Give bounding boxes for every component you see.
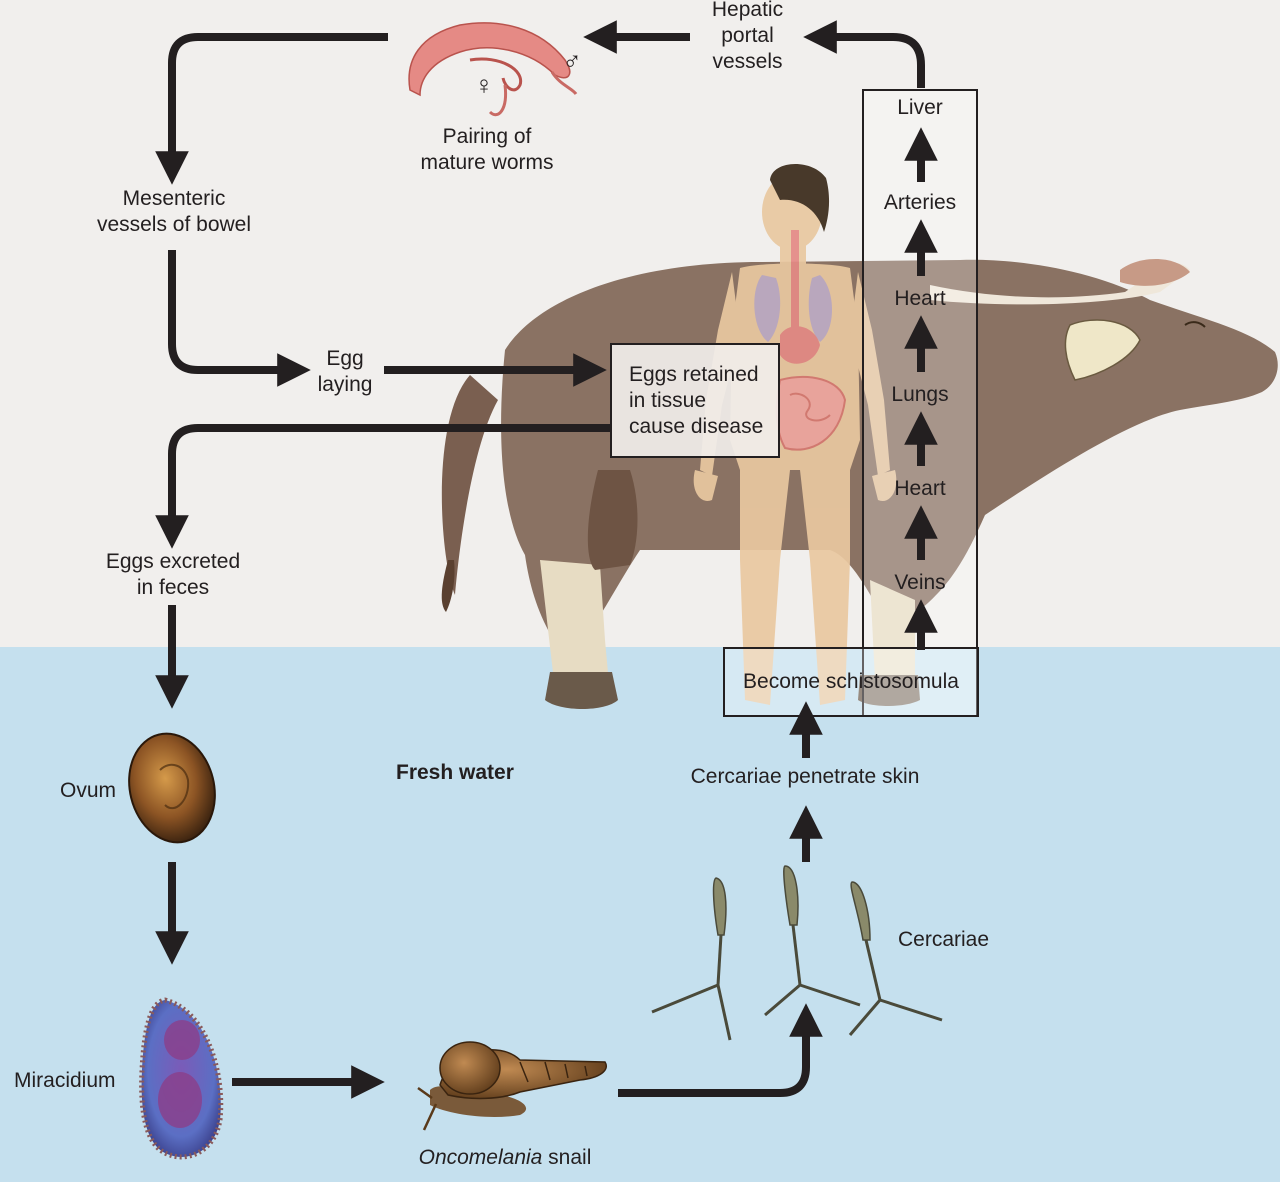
ovum-icon: [128, 732, 216, 844]
arteries-label: Arteries: [883, 191, 957, 214]
snail-icon: [417, 1041, 607, 1131]
heart-lower-label: Heart: [894, 477, 946, 500]
ovum-label: Ovum: [60, 779, 117, 802]
eggs-retained-box: [610, 343, 780, 458]
arrow-snail-to-cercariae: [618, 1003, 823, 1097]
arrow-worms-to-mesenteric: [155, 33, 388, 185]
cercariae-penetrate-label: Cercariae penetrate skin: [690, 765, 920, 788]
snail-label: Oncomelania snail: [418, 1146, 592, 1169]
female-symbol: ♀: [474, 70, 494, 100]
egg-laying-label: Egg laying: [317, 347, 373, 396]
arrow-to-excreted: [155, 424, 610, 549]
fresh-water-label: Fresh water: [396, 761, 514, 784]
male-symbol: ♂: [562, 46, 582, 76]
mesenteric-label: Mesenteric vessels of bowel: [96, 187, 252, 236]
heart-upper-label: Heart: [894, 287, 946, 310]
pairing-label: Pairing of mature worms: [420, 125, 554, 174]
schistosomula-label: Become schistosomula: [743, 670, 959, 693]
worm-pair-icon: [408, 22, 578, 117]
cercariae-label: Cercariae: [898, 928, 990, 951]
liver-label: Liver: [897, 96, 943, 119]
eggs-excreted-label: Eggs excreted in feces: [105, 550, 241, 599]
schistosomula-box: [723, 647, 979, 717]
arrow-liver-to-hepatic: [803, 20, 925, 88]
cercaria-icon: [651, 865, 943, 1041]
arrow-mesenteric-to-egg: [168, 250, 311, 387]
miracidium-icon: [139, 997, 224, 1160]
lungs-label: Lungs: [891, 383, 949, 406]
eggs-retained-label: Eggs retained in tissue cause disease: [629, 363, 764, 438]
veins-label: Veins: [894, 571, 946, 594]
miracidium-label: Miracidium: [14, 1069, 116, 1092]
hepatic-portal-label: Hepatic portal vessels: [711, 0, 784, 73]
